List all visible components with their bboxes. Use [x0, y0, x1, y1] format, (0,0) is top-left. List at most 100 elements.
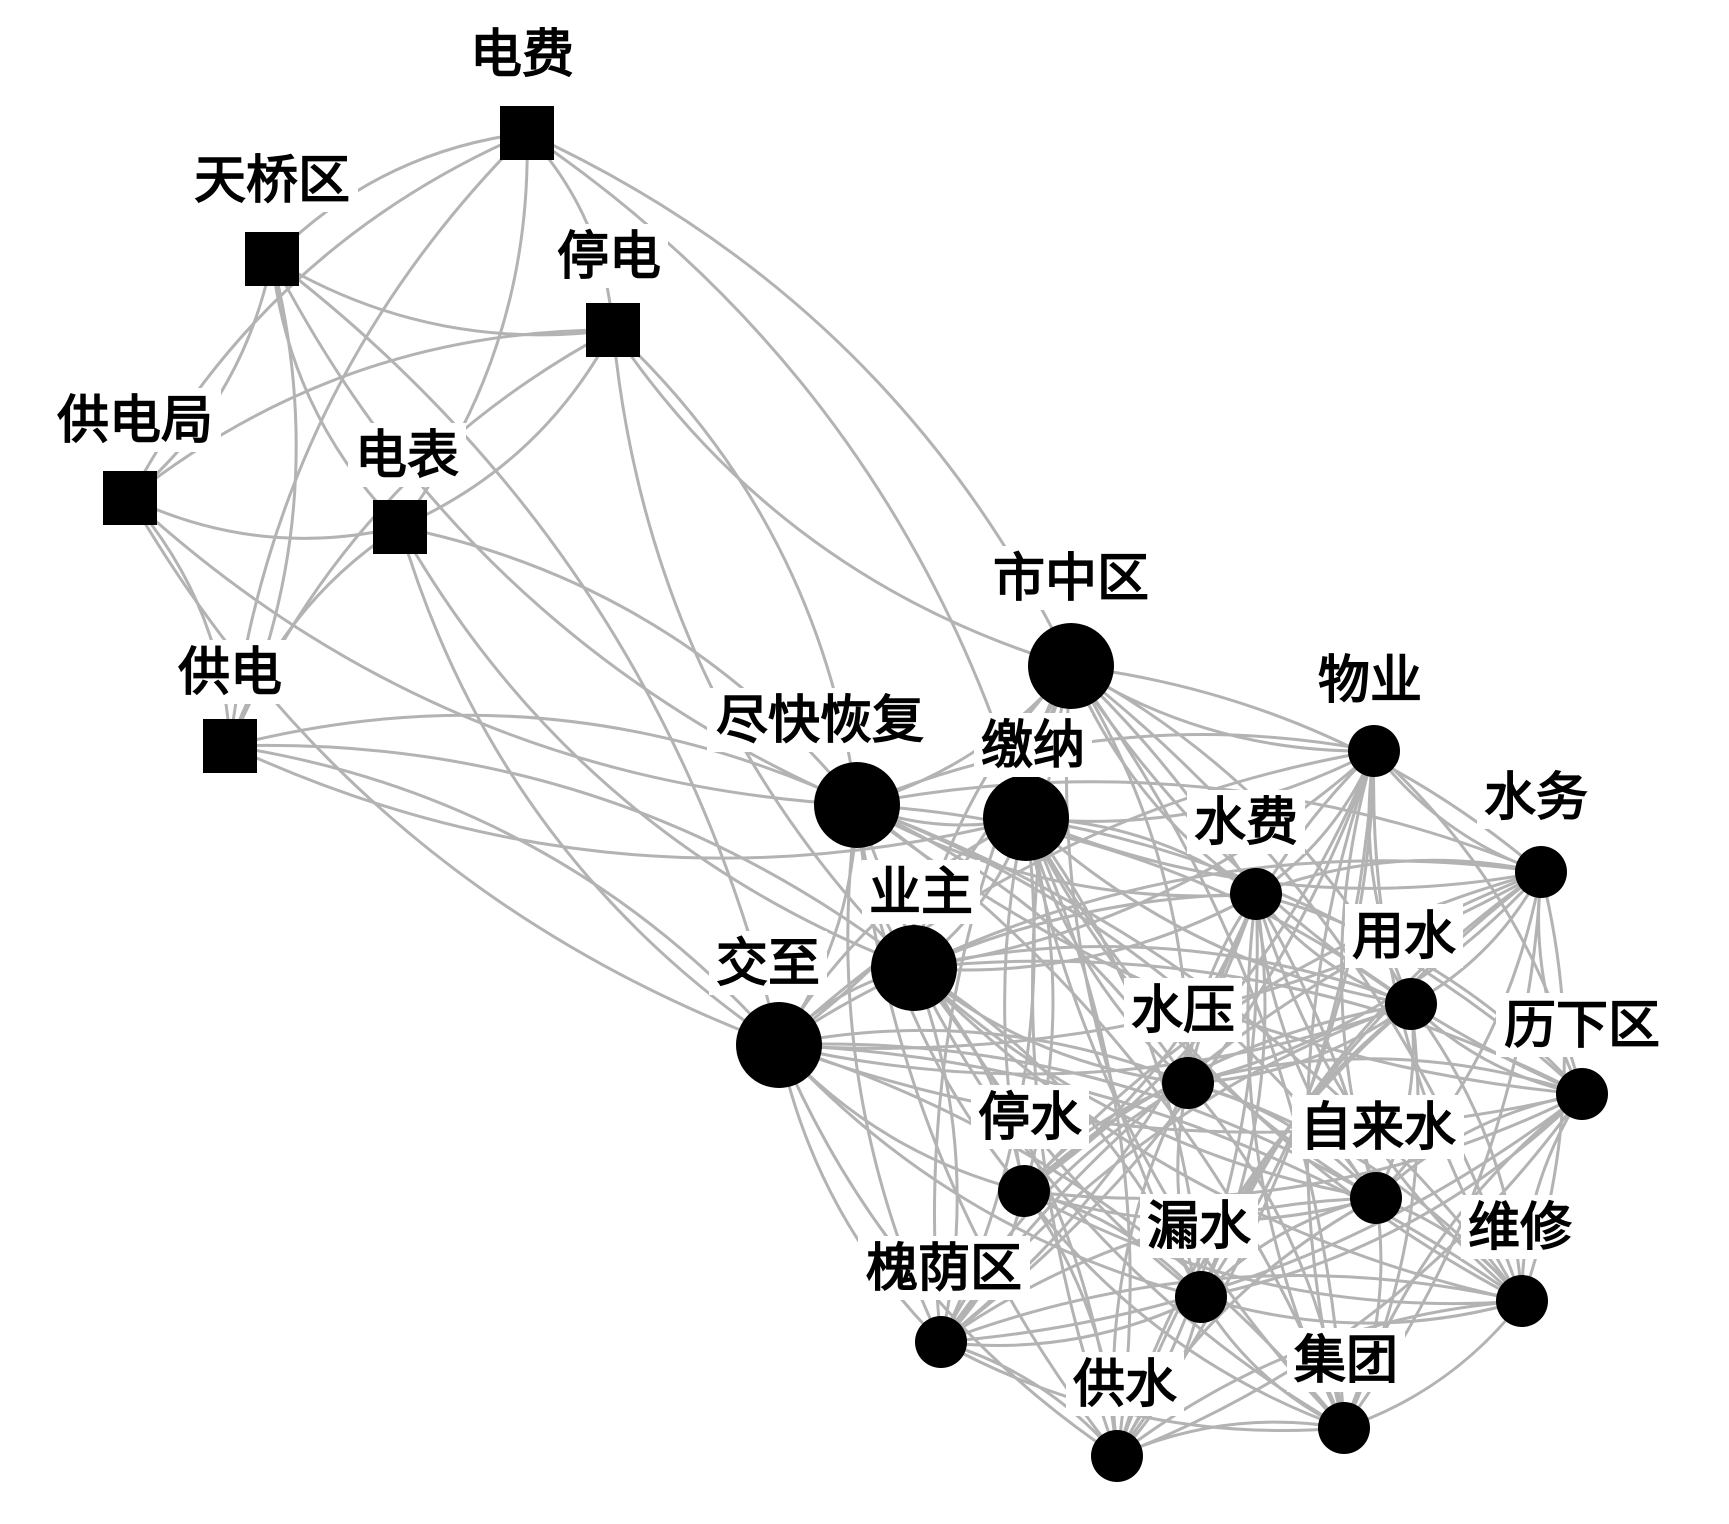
label-background — [1311, 648, 1429, 712]
node-dianbiao — [373, 500, 427, 554]
label-background — [463, 22, 581, 86]
node-shuiya — [1162, 1057, 1214, 1109]
label-weixiu: 维修 — [1461, 1195, 1579, 1259]
edge-wuye-jkhf — [856, 733, 1375, 807]
edge-shuifei-yezhu — [913, 892, 1257, 972]
edge-jiaozhi-jituan — [778, 1043, 1346, 1429]
edge-tingdian-shizhong — [611, 329, 1072, 668]
label-tingdian: 停电 — [550, 224, 668, 288]
node-jiaona — [983, 775, 1069, 861]
node-jiaozhi — [736, 1002, 822, 1088]
edge-tingdian-gdj — [129, 328, 614, 500]
edge-tianqiao-tingdian — [271, 257, 614, 337]
node-tingshui — [998, 1165, 1050, 1217]
label-background — [171, 640, 289, 704]
edge-dianbiao-jiaozhi — [398, 526, 780, 1047]
node-label-text: 交至 — [716, 933, 820, 994]
edge-shuifei-jiaozhi — [778, 892, 1257, 1047]
label-background — [862, 860, 980, 924]
node-jkhf — [814, 762, 900, 848]
node-label-text: 供电局 — [57, 390, 213, 451]
edge-tianqiao-jkhf — [270, 258, 858, 807]
label-background — [985, 546, 1157, 610]
label-huaiyin: 槐荫区 — [858, 1236, 1030, 1300]
label-background — [709, 931, 827, 995]
edge-jkhf-yongshui — [856, 803, 1412, 1006]
edge-tingdian-dianbiao — [399, 329, 615, 529]
edge-gongdian-yezhu — [229, 743, 915, 970]
edge-zilaishui-jituan — [1342, 1197, 1383, 1429]
edge-shuiya-loushui — [1176, 1082, 1203, 1298]
edge-dianbiao-gongdian — [228, 525, 401, 747]
edge-tingshui-jituan — [1022, 1190, 1345, 1430]
node-zilaishui — [1350, 1172, 1402, 1224]
edge-shuiwu-shuiya — [1187, 870, 1543, 1085]
label-background — [550, 224, 668, 288]
node-label-text: 集团 — [1293, 1330, 1398, 1391]
node-loushui — [1175, 1271, 1227, 1323]
node-label-text: 水费 — [1194, 792, 1298, 853]
label-yezhu: 业主 — [862, 860, 980, 924]
label-background — [974, 713, 1092, 777]
node-label-text: 水务 — [1484, 767, 1588, 828]
edge-dianbiao-yezhu — [398, 526, 915, 970]
edge-tingdian-yezhu — [611, 329, 916, 970]
edge-jiaozhi-shuiya — [778, 1028, 1189, 1085]
edge-gdj-dianbiao — [129, 496, 401, 540]
node-shuiwu — [1515, 846, 1567, 898]
label-background — [1187, 790, 1305, 854]
node-tingdian — [586, 303, 640, 357]
node-jituan — [1318, 1402, 1370, 1454]
edge-lixia-huaiyin — [940, 1092, 1583, 1344]
label-zilaishui: 自来水 — [1292, 1095, 1464, 1159]
node-label-text: 供电 — [178, 642, 282, 703]
label-jiaona: 缴纳 — [974, 713, 1092, 777]
node-layer — [103, 106, 1608, 1482]
edge-yongshui-yezhu — [913, 945, 1412, 1006]
node-yongshui — [1385, 978, 1437, 1030]
label-background — [1292, 1095, 1464, 1159]
node-gongdian — [203, 719, 257, 773]
edge-gdj-jiaozhi — [128, 497, 780, 1047]
edge-lixia-tingshui — [1023, 1092, 1583, 1200]
edge-tingshui-gongshui — [1022, 1190, 1119, 1457]
label-tianqiao: 天桥区 — [186, 148, 358, 212]
node-yezhu — [871, 925, 957, 1011]
edge-jiaozhi-lixia — [778, 1043, 1583, 1134]
edge-tianqiao-jiaozhi — [271, 257, 781, 1046]
label-shuiya: 水压 — [1124, 978, 1242, 1042]
edge-lixia-shuiya — [1187, 1057, 1583, 1096]
edge-tingshui-loushui — [1023, 1189, 1203, 1299]
edge-weixiu-huaiyin — [940, 1274, 1523, 1344]
label-background — [49, 388, 221, 452]
edge-tingshui-weixiu — [1023, 1189, 1523, 1306]
edge-jiaona-yongshui — [1024, 816, 1412, 1006]
edge-huaiyin-gongshui — [940, 1340, 1119, 1457]
edge-jiaozhi-huaiyin — [777, 1044, 943, 1344]
edge-loushui-weixiu — [1200, 1295, 1523, 1325]
edge-shizhong-weixiu — [1070, 664, 1524, 1302]
node-shuifei — [1230, 868, 1282, 920]
edge-tianqiao-dianbiao — [270, 258, 402, 529]
node-label-text: 业主 — [869, 862, 973, 923]
node-label-text: 天桥区 — [194, 150, 350, 211]
node-label-text: 水压 — [1131, 980, 1235, 1041]
label-background — [1461, 1195, 1579, 1259]
label-background — [1066, 1352, 1184, 1416]
node-lixia — [1556, 1068, 1608, 1120]
edge-gongdian-jkhf — [229, 713, 858, 807]
label-jiaozhi: 交至 — [709, 931, 827, 995]
edge-jkhf-shuiwu — [856, 780, 1542, 874]
label-gdj: 供电局 — [49, 388, 221, 452]
label-lixia: 历下区 — [1496, 993, 1668, 1057]
label-background — [858, 1236, 1030, 1300]
edge-lixia-zilaishui — [1374, 1092, 1583, 1200]
node-dianfei — [500, 106, 554, 160]
node-label-text: 漏水 — [1147, 1196, 1252, 1257]
edge-weixiu-jituan — [1343, 1300, 1524, 1430]
label-dianfei: 电费 — [463, 22, 581, 86]
label-yongshui: 用水 — [1345, 904, 1463, 968]
edge-wuye-jiaozhi — [777, 749, 1375, 1047]
edge-loushui-huaiyin — [940, 1295, 1202, 1347]
edge-shuiwu-yezhu — [913, 859, 1542, 970]
